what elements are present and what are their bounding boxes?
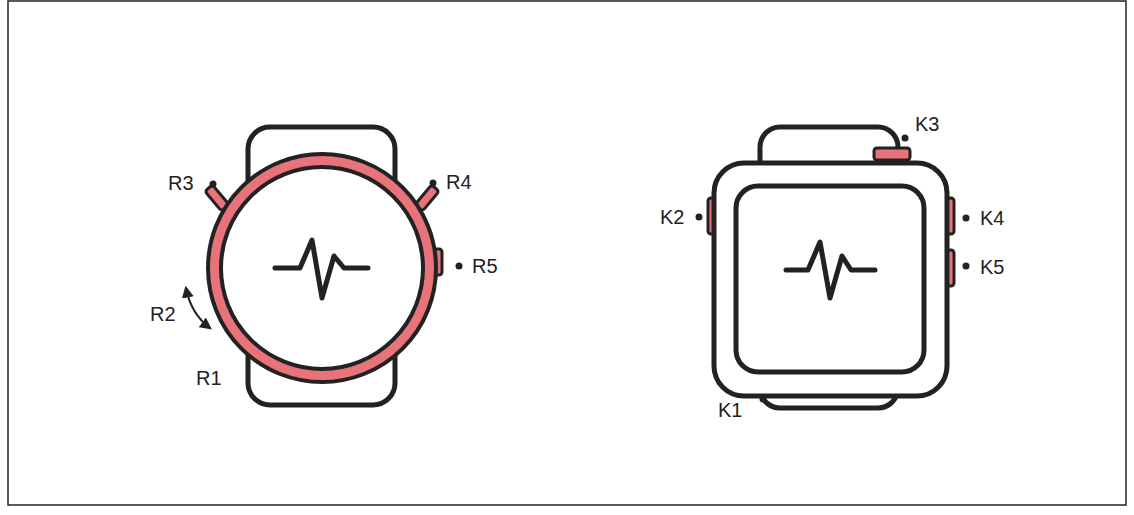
frame — [8, 1, 1126, 505]
callout-label: R4 — [446, 170, 472, 194]
callout-label: K2 — [660, 205, 684, 229]
callout-label: K3 — [915, 112, 939, 136]
callout-label: K1 — [718, 398, 742, 422]
round-watch — [186, 127, 463, 405]
callout-label: R1 — [196, 366, 222, 390]
callout-label: K4 — [980, 206, 1004, 230]
callout-label: R2 — [150, 302, 176, 326]
callout-label: R5 — [472, 254, 498, 278]
callout-label: K5 — [980, 255, 1004, 279]
callout-label: R3 — [168, 171, 194, 195]
square-watch — [696, 127, 970, 408]
